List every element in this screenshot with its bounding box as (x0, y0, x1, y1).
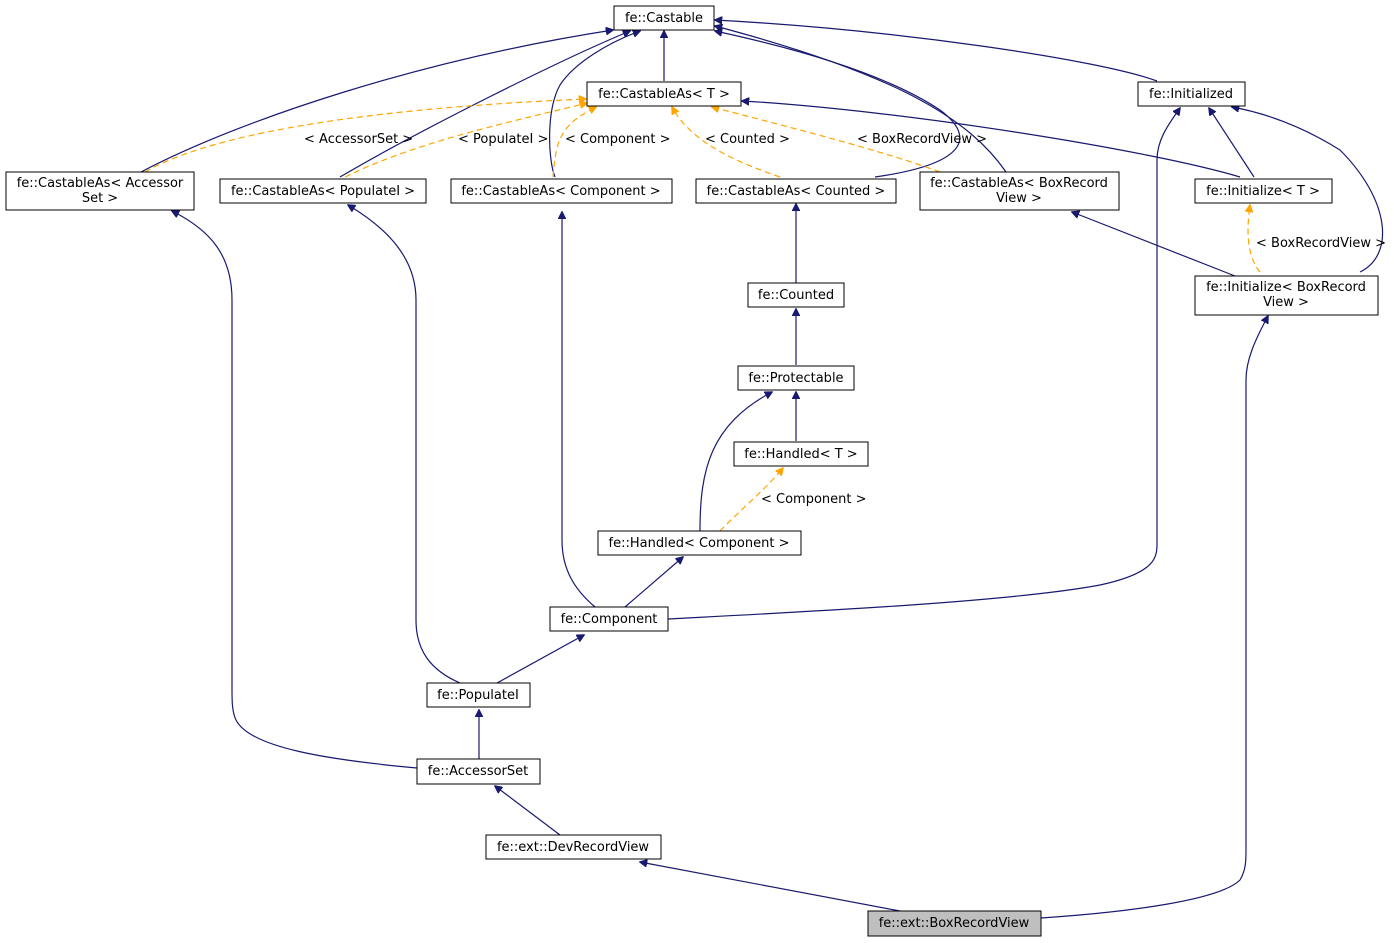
edge-boxrecordview-to-initialize-boxrecordview (1040, 316, 1268, 919)
edge-initialize-boxrecordview-to-castableas-boxrecordview (1072, 212, 1236, 277)
node-castableas-boxrecordview-label-line2: View > (996, 191, 1042, 206)
edge-castableas-component-to-castable (549, 31, 640, 178)
edge-label-boxrecordview: < BoxRecordView > (857, 132, 987, 147)
edge-boxrecordview-to-devrecordview (640, 862, 901, 912)
node-protectable-label: fe::Protectable (748, 371, 843, 386)
edges-group (140, 20, 1384, 919)
edge-label-populatei: < PopulateI > (458, 132, 548, 147)
node-initialized-label: fe::Initialized (1149, 87, 1233, 102)
node-handled-t[interactable]: fe::Handled< T > (733, 441, 869, 467)
node-castableas-accessorset-label-line2: Set > (82, 191, 118, 206)
node-component[interactable]: fe::Component (549, 606, 669, 632)
node-castableas-boxrecordview[interactable]: fe::CastableAs< BoxRecord View > (919, 171, 1120, 211)
edge-castableas-accessorset-to-castable (140, 30, 613, 173)
edge-initialize-boxrecordview-to-initialized (1232, 107, 1384, 273)
node-castableas-component[interactable]: fe::CastableAs< Component > (450, 178, 673, 204)
edge-label-accessorset: < AccessorSet > (304, 132, 413, 147)
edge-devrecordview-to-accessorset (495, 786, 561, 836)
edge-component-to-initialized (667, 108, 1180, 620)
node-castableas-counted[interactable]: fe::CastableAs< Counted > (695, 178, 897, 204)
edge-castableas-populatei-to-castable (339, 31, 630, 178)
node-boxrecordview-label: fe::ext::BoxRecordView (879, 916, 1030, 931)
node-handled-component-label: fe::Handled< Component > (609, 536, 790, 551)
node-initialize-boxrecordview-label-line1: fe::Initialize< BoxRecord (1206, 280, 1366, 295)
node-initialize-t[interactable]: fe::Initialize< T > (1194, 178, 1333, 204)
node-castableas-accessorset[interactable]: fe::CastableAs< Accessor Set > (5, 171, 195, 211)
node-castableas-populatei[interactable]: fe::CastableAs< PopulateI > (219, 178, 427, 204)
edge-component-to-castableas-component (562, 212, 596, 608)
edge-castableas-boxrecordview-to-castable (715, 26, 1007, 173)
node-castable-label: fe::Castable (625, 11, 703, 26)
edge-labels-group: < AccessorSet > < PopulateI > < Componen… (304, 132, 1386, 507)
template-edge-boxrecordview (712, 107, 941, 173)
edge-populatei-to-component (496, 635, 584, 684)
node-populatei[interactable]: fe::PopulateI (426, 682, 531, 708)
template-edge-initialize-boxrecordview (1248, 205, 1261, 273)
template-edge-handled-component (719, 468, 783, 532)
edge-initialize-t-to-castableas-t (742, 101, 1241, 178)
edge-label-handled-component: < Component > (761, 492, 867, 507)
edge-initialized-to-castable (715, 20, 1158, 82)
edge-castableas-counted-to-castable (715, 31, 961, 178)
node-initialized[interactable]: fe::Initialized (1137, 81, 1246, 107)
node-counted-label: fe::Counted (758, 288, 834, 303)
node-castableas-counted-label: fe::CastableAs< Counted > (707, 184, 886, 199)
node-initialize-boxrecordview[interactable]: fe::Initialize< BoxRecord View > (1194, 275, 1379, 316)
node-handled-t-label: fe::Handled< T > (744, 447, 857, 462)
node-accessorset[interactable]: fe::AccessorSet (416, 758, 541, 785)
node-castableas-component-label: fe::CastableAs< Component > (461, 184, 660, 199)
template-edge-accessorset (144, 99, 586, 173)
node-castableas-t[interactable]: fe::CastableAs< T > (586, 81, 742, 107)
node-castableas-populatei-label: fe::CastableAs< PopulateI > (231, 184, 415, 199)
node-populatei-label: fe::PopulateI (437, 688, 519, 703)
edge-initialize-t-to-initialized (1209, 108, 1255, 178)
template-edge-component (552, 107, 596, 178)
nodes-group: fe::Castable fe::CastableAs< T > fe::Ini… (5, 5, 1379, 937)
node-castableas-t-label: fe::CastableAs< T > (598, 87, 730, 102)
node-initialize-boxrecordview-label-line2: View > (1263, 295, 1309, 310)
node-castableas-boxrecordview-label-line1: fe::CastableAs< BoxRecord (930, 176, 1108, 191)
template-edge-counted (672, 107, 781, 178)
edge-label-initialize-boxrecordview: < BoxRecordView > (1256, 236, 1386, 251)
node-handled-component[interactable]: fe::Handled< Component > (597, 530, 802, 556)
template-edge-populatei (344, 103, 587, 178)
node-accessorset-label: fe::AccessorSet (428, 764, 528, 779)
edge-component-to-handled-component (624, 557, 683, 608)
edge-label-counted: < Counted > (705, 132, 790, 147)
node-boxrecordview-current: fe::ext::BoxRecordView (867, 910, 1042, 937)
node-protectable[interactable]: fe::Protectable (737, 365, 855, 391)
edge-accessorset-to-castableas-accessorset (172, 211, 418, 769)
edge-handled-component-to-protectable (699, 392, 772, 532)
node-devrecordview[interactable]: fe::ext::DevRecordView (485, 834, 662, 860)
node-component-label: fe::Component (561, 612, 658, 627)
node-castable[interactable]: fe::Castable (613, 5, 715, 31)
node-counted[interactable]: fe::Counted (747, 282, 845, 308)
node-initialize-t-label: fe::Initialize< T > (1206, 184, 1320, 199)
edge-populatei-to-castableas-populatei (348, 205, 461, 684)
edge-label-component: < Component > (565, 132, 671, 147)
node-castableas-accessorset-label-line1: fe::CastableAs< Accessor (17, 176, 184, 191)
node-devrecordview-label: fe::ext::DevRecordView (497, 840, 649, 855)
